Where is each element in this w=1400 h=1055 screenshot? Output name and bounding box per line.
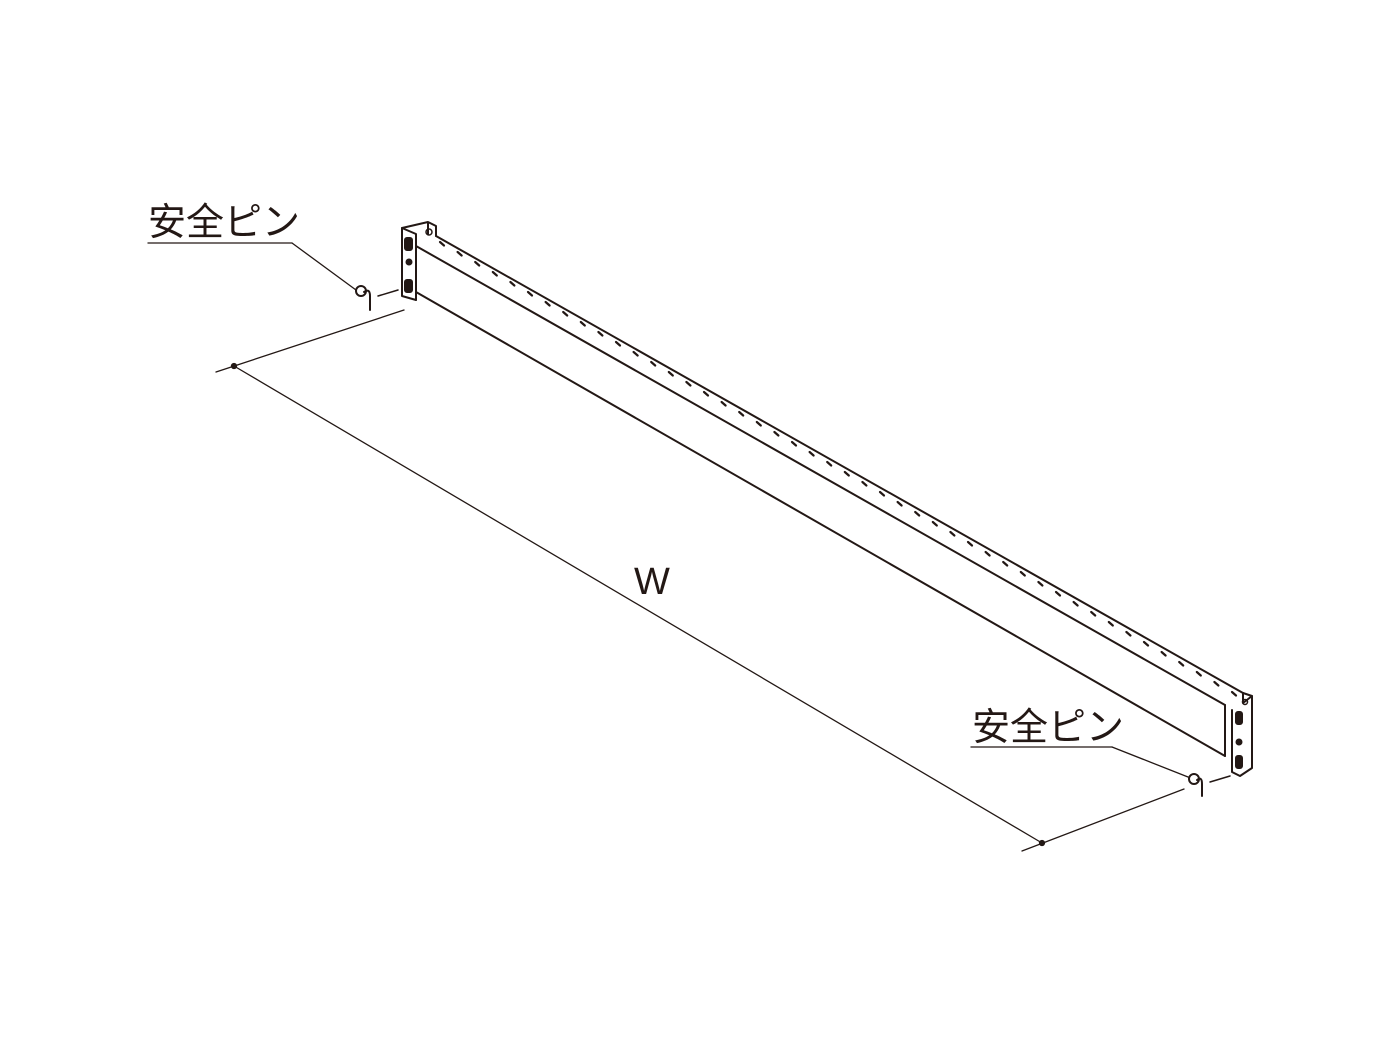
beam-slot bbox=[896, 500, 903, 507]
beam-slot bbox=[1090, 610, 1097, 617]
safety-pin-label-left: 安全ピン bbox=[148, 200, 301, 244]
safety-pin-left bbox=[355, 285, 371, 311]
leader-lines bbox=[147, 242, 1189, 778]
beam-slot bbox=[826, 460, 833, 467]
beam-slot bbox=[509, 280, 516, 287]
beam bbox=[415, 235, 1244, 757]
safety-pin-label-right: 安全ピン bbox=[972, 705, 1125, 749]
width-dimension-label: W bbox=[634, 561, 670, 603]
left-bracket bbox=[401, 221, 437, 301]
beam-slot bbox=[720, 400, 727, 407]
beam-slot bbox=[1019, 570, 1026, 577]
beam-slot bbox=[931, 520, 938, 527]
beam-slot bbox=[562, 310, 569, 317]
beam-slot bbox=[491, 270, 498, 277]
beam-slot bbox=[808, 450, 815, 457]
beam-slot bbox=[456, 250, 463, 257]
beam-slot bbox=[843, 470, 850, 477]
beam-slot bbox=[966, 540, 974, 547]
beam-slot bbox=[544, 300, 551, 307]
beam-slot bbox=[1213, 680, 1220, 687]
right-bracket bbox=[1231, 692, 1253, 777]
beam-slot bbox=[984, 550, 991, 557]
dimension-w bbox=[215, 309, 1185, 852]
beam-slot bbox=[1195, 670, 1202, 677]
beam-slot bbox=[1125, 630, 1132, 637]
beam-slot bbox=[773, 430, 780, 437]
beam-slot bbox=[1054, 590, 1062, 597]
beam-slot bbox=[650, 360, 657, 367]
beam-slot bbox=[597, 330, 604, 337]
beam-slot bbox=[474, 260, 481, 267]
beam-slot bbox=[790, 440, 798, 447]
beam-slot bbox=[1160, 650, 1167, 657]
beam-slot bbox=[667, 370, 674, 377]
beam-slot bbox=[579, 320, 586, 327]
beam-slot bbox=[614, 340, 622, 347]
beam-slot bbox=[861, 480, 868, 487]
safety-pin-right bbox=[1188, 773, 1203, 797]
beam-slot bbox=[1230, 690, 1238, 697]
beam-slot bbox=[632, 350, 639, 357]
beam-slot bbox=[1002, 560, 1009, 567]
beam-slot bbox=[1142, 640, 1150, 647]
beam-slot bbox=[949, 530, 956, 537]
beam-slots bbox=[438, 240, 1238, 697]
beam-slot bbox=[1037, 580, 1044, 587]
beam-slot bbox=[702, 390, 710, 397]
beam-slot bbox=[738, 410, 745, 417]
pin-alignment-lines bbox=[377, 289, 1231, 783]
beam-slot bbox=[438, 240, 446, 247]
beam-slot bbox=[526, 290, 534, 297]
beam-slot bbox=[1072, 600, 1079, 607]
beam-slot bbox=[755, 420, 762, 427]
beam-slot bbox=[878, 490, 886, 497]
beam-slot bbox=[914, 510, 921, 517]
beam-slot bbox=[1107, 620, 1114, 627]
beam-slot bbox=[1178, 660, 1185, 667]
beam-slot bbox=[685, 380, 692, 387]
